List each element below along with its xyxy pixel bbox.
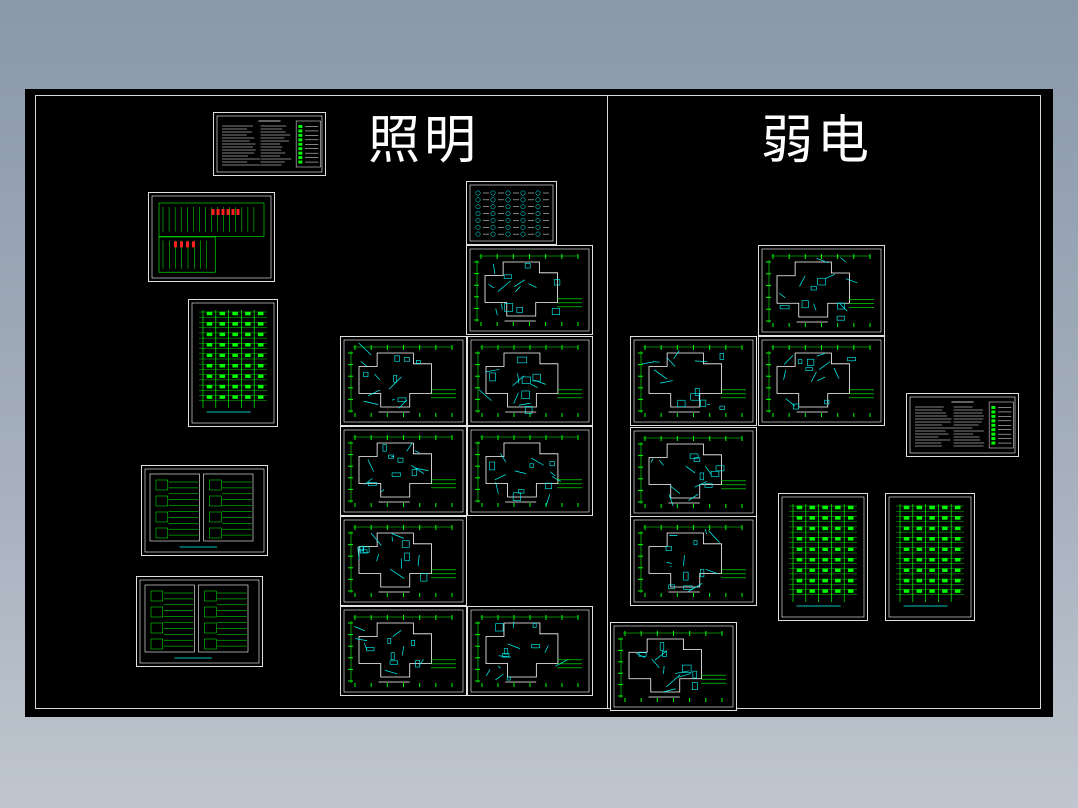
sheet-weak-plan-5[interactable] bbox=[630, 516, 757, 606]
sheet-lighting-plan-4-drawing bbox=[343, 429, 464, 513]
sheet-lighting-plan-7-drawing bbox=[343, 609, 464, 693]
sheet-lighting-plan-5[interactable] bbox=[467, 426, 593, 516]
drawing-frame bbox=[35, 95, 1041, 709]
sheet-lighting-plan-2[interactable] bbox=[340, 336, 467, 426]
cad-model-space[interactable]: 照明 弱电 bbox=[25, 89, 1053, 717]
sheet-lighting-plan-8[interactable] bbox=[467, 606, 593, 696]
sheet-weak-plan-6[interactable] bbox=[610, 622, 737, 711]
sheet-weak-riser-2[interactable] bbox=[885, 493, 975, 621]
sheet-weak-plan-1[interactable] bbox=[758, 245, 885, 336]
sheet-lighting-box-schedule-1-drawing bbox=[144, 468, 265, 553]
sheet-lighting-plan-1[interactable] bbox=[466, 245, 593, 335]
sheet-weak-riser-1-drawing bbox=[781, 496, 865, 618]
sheet-weak-plan-1-drawing bbox=[761, 248, 882, 333]
sheet-weak-riser-1[interactable] bbox=[778, 493, 868, 621]
sheet-lighting-plan-4[interactable] bbox=[340, 426, 467, 516]
sheet-lighting-notes-drawing bbox=[216, 115, 323, 173]
sheet-weak-riser-2-drawing bbox=[888, 496, 972, 618]
title-weak-current: 弱电 bbox=[761, 111, 874, 171]
sheet-lighting-plan-3-drawing bbox=[470, 339, 590, 423]
sheet-lighting-plan-5-drawing bbox=[470, 429, 590, 513]
sheet-weak-plan-4[interactable] bbox=[630, 427, 757, 517]
sheet-lighting-plan-6-drawing bbox=[343, 519, 464, 603]
sheet-weak-notes[interactable] bbox=[906, 393, 1019, 457]
sheet-lighting-box-schedule-2[interactable] bbox=[136, 576, 263, 667]
sheet-lighting-plan-3[interactable] bbox=[467, 336, 593, 426]
sheet-weak-notes-drawing bbox=[909, 396, 1016, 454]
sheet-weak-plan-3-drawing bbox=[761, 339, 882, 423]
sheet-lighting-legend[interactable] bbox=[466, 181, 557, 245]
sheet-lighting-riser-diagram-drawing bbox=[191, 302, 275, 424]
sheet-lighting-legend-drawing bbox=[469, 184, 554, 242]
sheet-lighting-box-schedule-1[interactable] bbox=[141, 465, 268, 556]
sheet-lighting-distribution-diagram[interactable] bbox=[148, 192, 275, 282]
sheet-weak-plan-4-drawing bbox=[633, 430, 754, 514]
sheet-weak-plan-2-drawing bbox=[633, 339, 754, 423]
sheet-lighting-plan-1-drawing bbox=[469, 248, 590, 332]
sheet-lighting-distribution-diagram-drawing bbox=[151, 195, 272, 279]
sheet-lighting-plan-6[interactable] bbox=[340, 516, 467, 606]
sheet-lighting-riser-diagram[interactable] bbox=[188, 299, 278, 427]
sheet-lighting-plan-8-drawing bbox=[470, 609, 590, 693]
sheet-lighting-plan-7[interactable] bbox=[340, 606, 467, 696]
sheet-lighting-plan-2-drawing bbox=[343, 339, 464, 423]
sheet-weak-plan-3[interactable] bbox=[758, 336, 885, 426]
sheet-weak-plan-6-drawing bbox=[613, 625, 734, 708]
section-divider bbox=[607, 95, 608, 709]
title-lighting: 照明 bbox=[368, 111, 481, 171]
sheet-lighting-box-schedule-2-drawing bbox=[139, 579, 260, 664]
sheet-weak-plan-5-drawing bbox=[633, 519, 754, 603]
sheet-weak-plan-2[interactable] bbox=[630, 336, 757, 426]
sheet-lighting-notes[interactable] bbox=[213, 112, 326, 176]
